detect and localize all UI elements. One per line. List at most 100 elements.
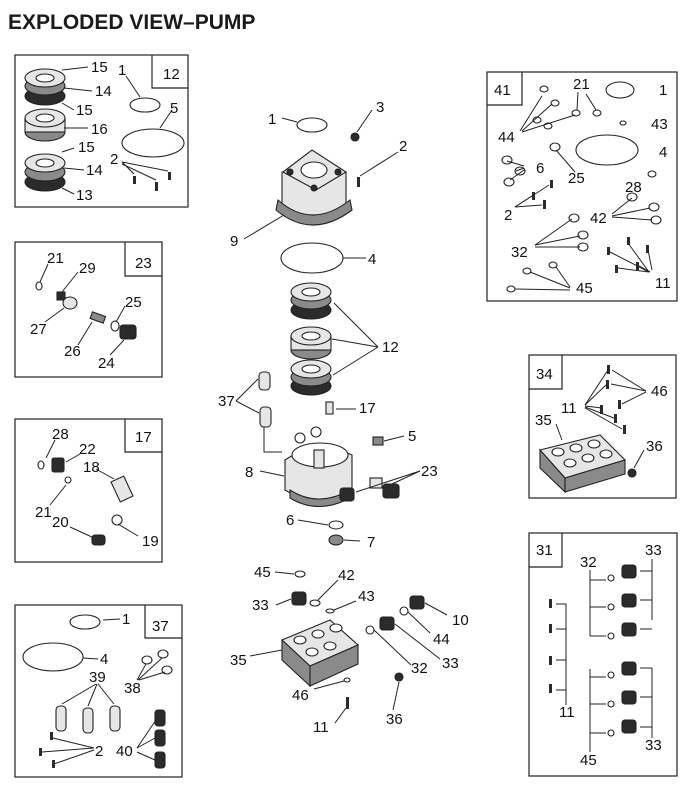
main-label-44: 44 (433, 631, 450, 648)
seal-stack-top (24, 68, 66, 106)
ring-6 (328, 520, 344, 530)
main-label-43: 43 (358, 588, 375, 605)
k31-label-11: 11 (559, 704, 575, 721)
kit-37-number: 37 (152, 618, 169, 635)
screw-11 (346, 697, 349, 709)
k41-label-43: 43 (651, 116, 668, 133)
kit-34-box: 34 46 11 35 36 (528, 354, 677, 499)
main-label-8: 8 (245, 464, 253, 481)
plug-24 (119, 324, 137, 340)
k12-label-15c: 15 (78, 139, 95, 156)
k31-label-32: 32 (580, 554, 597, 571)
k34-label-35: 35 (535, 412, 552, 429)
kit-37-box: 37 1 4 39 (14, 604, 183, 778)
o-ring-small (129, 97, 161, 113)
k23-label-21: 21 (47, 250, 64, 267)
fitting-17 (325, 401, 334, 415)
main-label-33b: 33 (442, 655, 459, 672)
k41-label-4: 4 (659, 144, 667, 161)
k37-label-38: 38 (124, 680, 141, 697)
k12-label-2: 2 (110, 151, 118, 168)
kit-23-number: 23 (135, 255, 152, 272)
plugs-23 (339, 477, 400, 502)
main-label-35: 35 (230, 652, 247, 669)
k37-label-39: 39 (89, 669, 106, 686)
pump-manifold-8 (284, 426, 353, 507)
k12-label-14a: 14 (95, 83, 112, 100)
main-o-ring-4 (280, 242, 344, 274)
k37-label-1: 1 (122, 611, 130, 628)
kit-17-number: 17 (135, 429, 152, 446)
k41-label-45: 45 (576, 280, 593, 297)
plug-36 (394, 672, 404, 682)
k34-manifold (538, 434, 627, 494)
k41-label-42: 42 (590, 210, 607, 227)
k17-label-21: 21 (35, 504, 52, 521)
k12-label-1: 1 (118, 62, 126, 79)
main-label-23: 23 (421, 463, 438, 480)
k41-label-25: 25 (568, 170, 585, 187)
k17-label-20: 20 (52, 514, 69, 531)
screws-2 (133, 172, 171, 191)
k31-label-33-bottom: 33 (645, 737, 662, 754)
plungers-39 (55, 705, 121, 734)
main-label-36: 36 (386, 711, 403, 728)
k41-label-21: 21 (573, 76, 590, 93)
k23-label-27: 27 (30, 321, 47, 338)
k23-label-29: 29 (79, 260, 96, 277)
kit-31-number: 31 (536, 542, 553, 559)
kit-17-box: 17 28 22 18 21 20 19 (14, 418, 163, 563)
kit-41-box: 41 (486, 71, 678, 302)
main-label-9: 9 (230, 233, 238, 250)
screws-2-k37 (39, 732, 55, 768)
plug-10 (409, 595, 425, 610)
plug-5 (372, 436, 384, 446)
k17-label-19: 19 (142, 533, 159, 550)
main-label-10: 10 (452, 612, 469, 629)
main-label-46: 46 (292, 687, 309, 704)
kit-12-box: 12 (14, 54, 189, 208)
ring-32 (365, 625, 375, 635)
k41-label-2: 2 (504, 207, 512, 224)
k34-label-36: 36 (646, 438, 663, 455)
k41-label-32: 32 (511, 244, 528, 261)
main-label-6: 6 (286, 512, 294, 529)
k12-label-14b: 14 (86, 162, 103, 179)
kit-34-number: 34 (536, 366, 553, 383)
k17-label-22: 22 (79, 441, 96, 458)
k23-label-24: 24 (98, 355, 115, 372)
page-title: EXPLODED VIEW–PUMP (8, 11, 255, 34)
k41-label-11: 11 (655, 275, 671, 292)
main-label-32: 32 (411, 660, 428, 677)
k12-label-5: 5 (170, 100, 178, 117)
main-seal-stack-12 (290, 282, 332, 396)
ring-43 (325, 608, 335, 614)
spring-26 (89, 311, 107, 324)
kit-23-box: 23 21 29 25 27 26 24 (14, 241, 163, 378)
ring-45 (294, 570, 306, 578)
k34-label-11: 11 (561, 400, 577, 417)
k31-label-33-top: 33 (645, 542, 662, 559)
k12-label-15b: 15 (76, 102, 93, 119)
seal-stack-bottom (24, 153, 66, 192)
main-label-45: 45 (254, 564, 271, 581)
main-label-12: 12 (382, 339, 399, 356)
main-label-17: 17 (359, 400, 376, 417)
main-o-ring-1 (296, 117, 328, 133)
main-label-4: 4 (368, 251, 376, 268)
main-plungers-37 (258, 371, 272, 428)
k41-label-6: 6 (536, 160, 544, 177)
k41-label-1: 1 (659, 82, 667, 99)
main-label-1: 1 (268, 111, 276, 128)
k37-label-40: 40 (116, 743, 133, 760)
kit-12-number: 12 (163, 66, 180, 83)
crankcase-housing-9 (275, 149, 353, 226)
spring-33 (291, 591, 307, 606)
valve-manifold-35 (280, 619, 360, 688)
k37-label-2: 2 (95, 743, 103, 760)
k12-label-15a: 15 (91, 59, 108, 76)
main-label-7: 7 (367, 534, 375, 551)
k31-screws (549, 599, 552, 693)
plug-3 (350, 132, 360, 142)
